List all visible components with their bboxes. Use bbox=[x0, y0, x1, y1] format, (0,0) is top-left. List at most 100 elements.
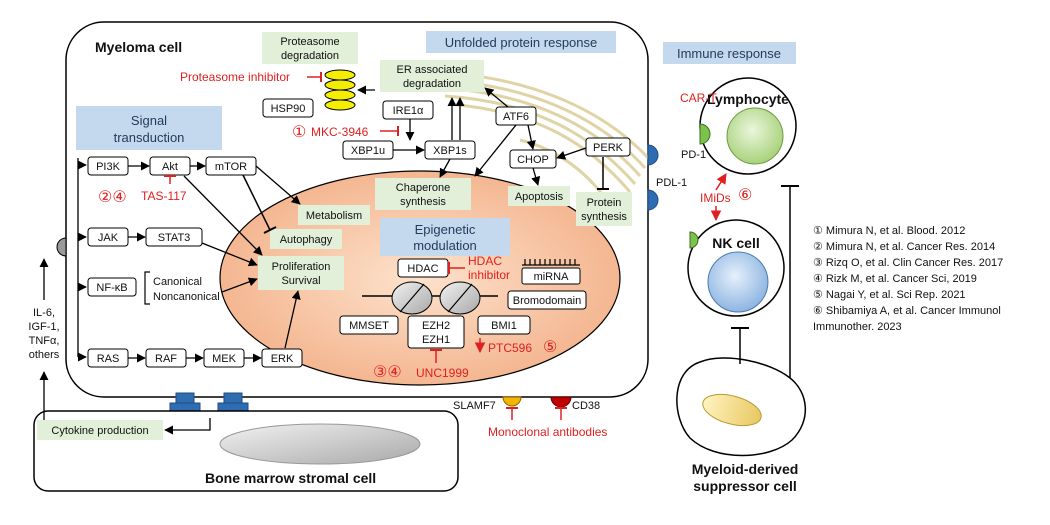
lymphocyte-label: Lymphocyte bbox=[707, 91, 789, 107]
proteasome-degradation-line1: Proteasome bbox=[280, 36, 339, 48]
ire1a-label: IRE1α bbox=[393, 105, 424, 117]
ptc-ref: ⑤ bbox=[543, 339, 557, 356]
mmset-label: MMSET bbox=[349, 320, 389, 332]
noncanonical-label: Noncanonical bbox=[153, 291, 220, 303]
metabolism-box bbox=[298, 205, 370, 225]
mtor-box bbox=[205, 156, 257, 176]
cd38-receptor bbox=[550, 396, 572, 408]
cytokine-receptor bbox=[56, 237, 67, 257]
chaperone-line2: synthesis bbox=[400, 196, 446, 208]
metabolism-label: Metabolism bbox=[306, 210, 362, 222]
apoptosis-label: Apoptosis bbox=[515, 191, 564, 203]
monoclonal-antibodies-label: Monoclonal antibodies bbox=[488, 425, 607, 439]
pd1-label: PD-1 bbox=[681, 149, 706, 161]
cd38-label: CD38 bbox=[572, 400, 600, 412]
adhesion-molecules bbox=[169, 392, 249, 414]
nfkb-box bbox=[87, 277, 137, 297]
cytokines-line2: IGF-1, bbox=[28, 321, 59, 333]
chaperone-box bbox=[375, 178, 471, 210]
hsp90-box bbox=[262, 98, 314, 118]
proteasome-degradation-box bbox=[262, 32, 358, 64]
header-signal-line2: transduction bbox=[114, 130, 185, 145]
mtor-label: mTOR bbox=[215, 161, 247, 173]
chaperone-line1: Chaperone bbox=[396, 182, 450, 194]
cytokine-production-box bbox=[37, 420, 163, 440]
header-epi-line1: Epigenetic bbox=[415, 222, 476, 237]
xbp1u-label: XBP1u bbox=[351, 145, 385, 157]
hsp90-label: HSP90 bbox=[271, 103, 306, 115]
protein-synthesis-box bbox=[576, 192, 632, 226]
hdac-inhibitor-line2: inhibitor bbox=[468, 268, 510, 282]
akt-label: Akt bbox=[162, 161, 178, 173]
reference-3: ③ Rizq O, et al. Clin Cancer Res. 2017 bbox=[813, 257, 1003, 269]
protein-synthesis-line1: Protein bbox=[587, 197, 622, 209]
nk-cell bbox=[687, 219, 785, 317]
autophagy-box bbox=[270, 229, 342, 249]
cytokines-line3: TNFα, bbox=[29, 335, 60, 347]
bmi1-box bbox=[477, 315, 531, 335]
pdl1-receptor-bottom bbox=[647, 189, 659, 211]
ras-label: RAS bbox=[97, 353, 120, 365]
bmi1-label: BMI1 bbox=[491, 320, 517, 332]
reference-4: ④ Rizk M, et al. Cancer Sci, 2019 bbox=[813, 273, 977, 285]
ire1a-box bbox=[382, 100, 434, 120]
header-upr-bg bbox=[426, 31, 616, 53]
references-list: ① Mimura N, et al. Blood. 2012 ② Mimura … bbox=[813, 225, 1003, 333]
header-upr: Unfolded protein response bbox=[445, 35, 598, 50]
cytokines-line1: IL-6, bbox=[33, 307, 55, 319]
proteasome-icon bbox=[324, 69, 356, 111]
cytokine-production-label: Cytokine production bbox=[51, 425, 148, 437]
xbp1s-label: XBP1s bbox=[433, 145, 467, 157]
pdl1-receptor-top bbox=[647, 144, 659, 166]
reference-5: ⑤ Nagai Y, et al. Sci Rep. 2021 bbox=[813, 289, 966, 301]
proteasome-degradation-line2: degradation bbox=[281, 50, 339, 62]
atf6-label: ATF6 bbox=[503, 111, 529, 123]
hdac-label: HDAC bbox=[407, 263, 438, 275]
proliferation-line1: Proliferation bbox=[272, 261, 331, 273]
header-epi-line2: modulation bbox=[413, 238, 477, 253]
pi3k-label: PI3K bbox=[96, 161, 121, 173]
pd1-receptor bbox=[699, 123, 711, 145]
lymphocyte-cell bbox=[699, 77, 797, 175]
autophagy-label: Autophagy bbox=[280, 234, 333, 246]
proliferation-line2: Survival bbox=[281, 275, 320, 287]
nucleosome-icon bbox=[362, 281, 498, 315]
canonical-label: Canonical bbox=[153, 276, 202, 288]
cart-label: CAR-T bbox=[680, 91, 717, 105]
perk-label: PERK bbox=[593, 142, 624, 154]
reference-2: ② Mimura N, et al. Cancer Res. 2014 bbox=[813, 241, 995, 253]
stat3-box bbox=[145, 227, 203, 247]
slamf7-label: SLAMF7 bbox=[453, 400, 496, 412]
erad-box bbox=[380, 60, 484, 92]
tas-label: TAS-117 bbox=[141, 189, 187, 203]
erk-box bbox=[261, 348, 303, 368]
erk-label: ERK bbox=[271, 353, 294, 365]
pdl1-label: PDL-1 bbox=[656, 177, 687, 189]
bromodomain-label: Bromodomain bbox=[513, 295, 581, 307]
erad-line2: degradation bbox=[403, 78, 461, 90]
reference-1: ① Mimura N, et al. Blood. 2012 bbox=[813, 225, 965, 237]
header-signal-bg bbox=[76, 106, 222, 150]
reference-6-cont: Immunother. 2023 bbox=[813, 321, 902, 333]
stromal-nucleus bbox=[219, 423, 421, 465]
unc-ref: ③④ bbox=[373, 364, 402, 381]
apoptosis-box bbox=[508, 186, 570, 206]
slamf7-receptor bbox=[502, 396, 522, 407]
erad-line1: ER associated bbox=[397, 64, 468, 76]
unc-label: UNC1999 bbox=[416, 366, 469, 380]
mkc-label: MKC-3946 bbox=[311, 125, 369, 139]
header-immune-bg bbox=[663, 42, 796, 64]
bromodomain-box bbox=[507, 290, 587, 310]
mmset-box bbox=[339, 315, 399, 335]
stromal-cell-label: Bone marrow stromal cell bbox=[205, 470, 376, 486]
header-epi-bg bbox=[380, 218, 510, 256]
jak-label: JAK bbox=[98, 232, 119, 244]
nk-cell-label: NK cell bbox=[712, 235, 759, 251]
proteasome-inhibitor-label: Proteasome inhibitor bbox=[180, 70, 290, 84]
ezh-box bbox=[407, 315, 465, 349]
mirna-box bbox=[521, 267, 581, 285]
mirna-icon bbox=[522, 259, 580, 266]
mirna-label: miRNA bbox=[534, 271, 569, 283]
mkc-ref: ① bbox=[292, 124, 306, 141]
